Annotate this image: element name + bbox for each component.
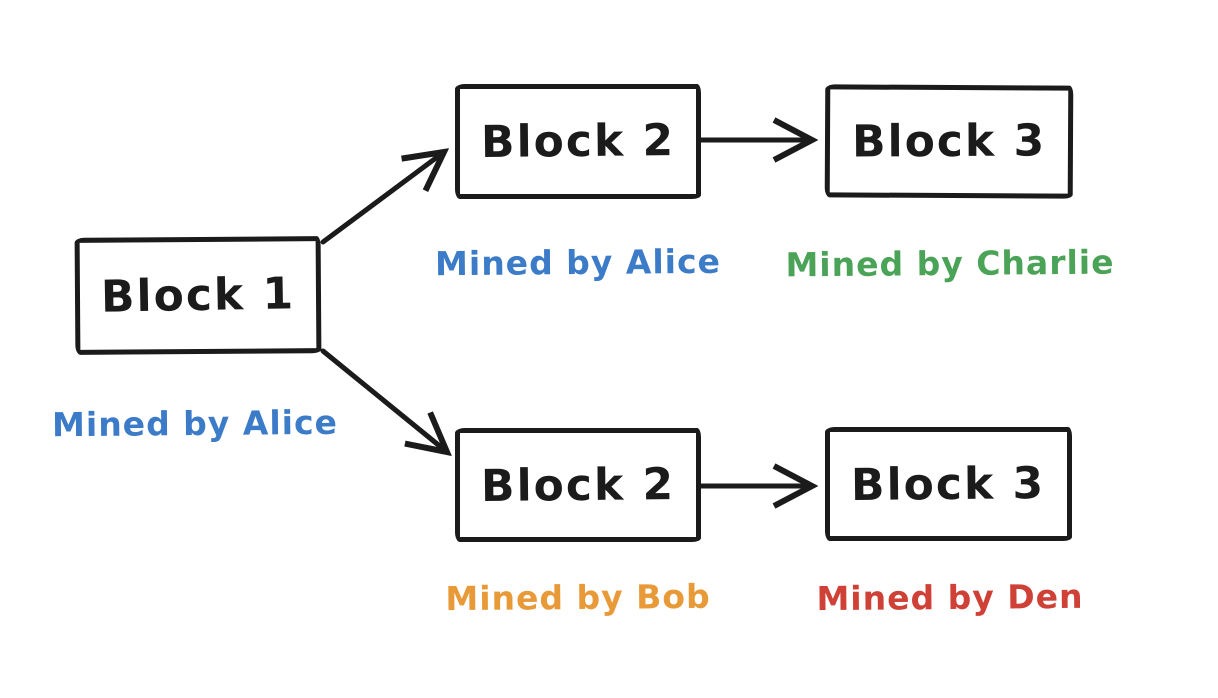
top-block-2-node: Block 2 — [455, 84, 701, 199]
top-block-3-label: Block 3 — [851, 115, 1047, 168]
bottom-block-3-miner-label: Mined by Den — [816, 576, 1084, 619]
top-block-3-node: Block 3 — [824, 84, 1074, 199]
top-block-2-miner-label: Mined by Alice — [434, 241, 722, 284]
block-1-label: Block 1 — [100, 268, 296, 323]
top-block-3-miner-label: Mined by Charlie — [785, 242, 1115, 285]
bottom-block-3-label: Block 3 — [851, 457, 1046, 511]
top-block-2-label: Block 2 — [480, 114, 676, 169]
block-1-miner-label: Mined by Alice — [51, 402, 339, 445]
bottom-block-2-label: Block 2 — [480, 458, 676, 512]
block-1-node: Block 1 — [74, 236, 322, 355]
fork-arrow-to-top-block2 — [320, 152, 444, 245]
bottom-block-3-node: Block 3 — [825, 427, 1072, 541]
bottom-block-2-miner-label: Mined by Bob — [445, 576, 711, 619]
bottom-block-2-node: Block 2 — [455, 428, 701, 542]
